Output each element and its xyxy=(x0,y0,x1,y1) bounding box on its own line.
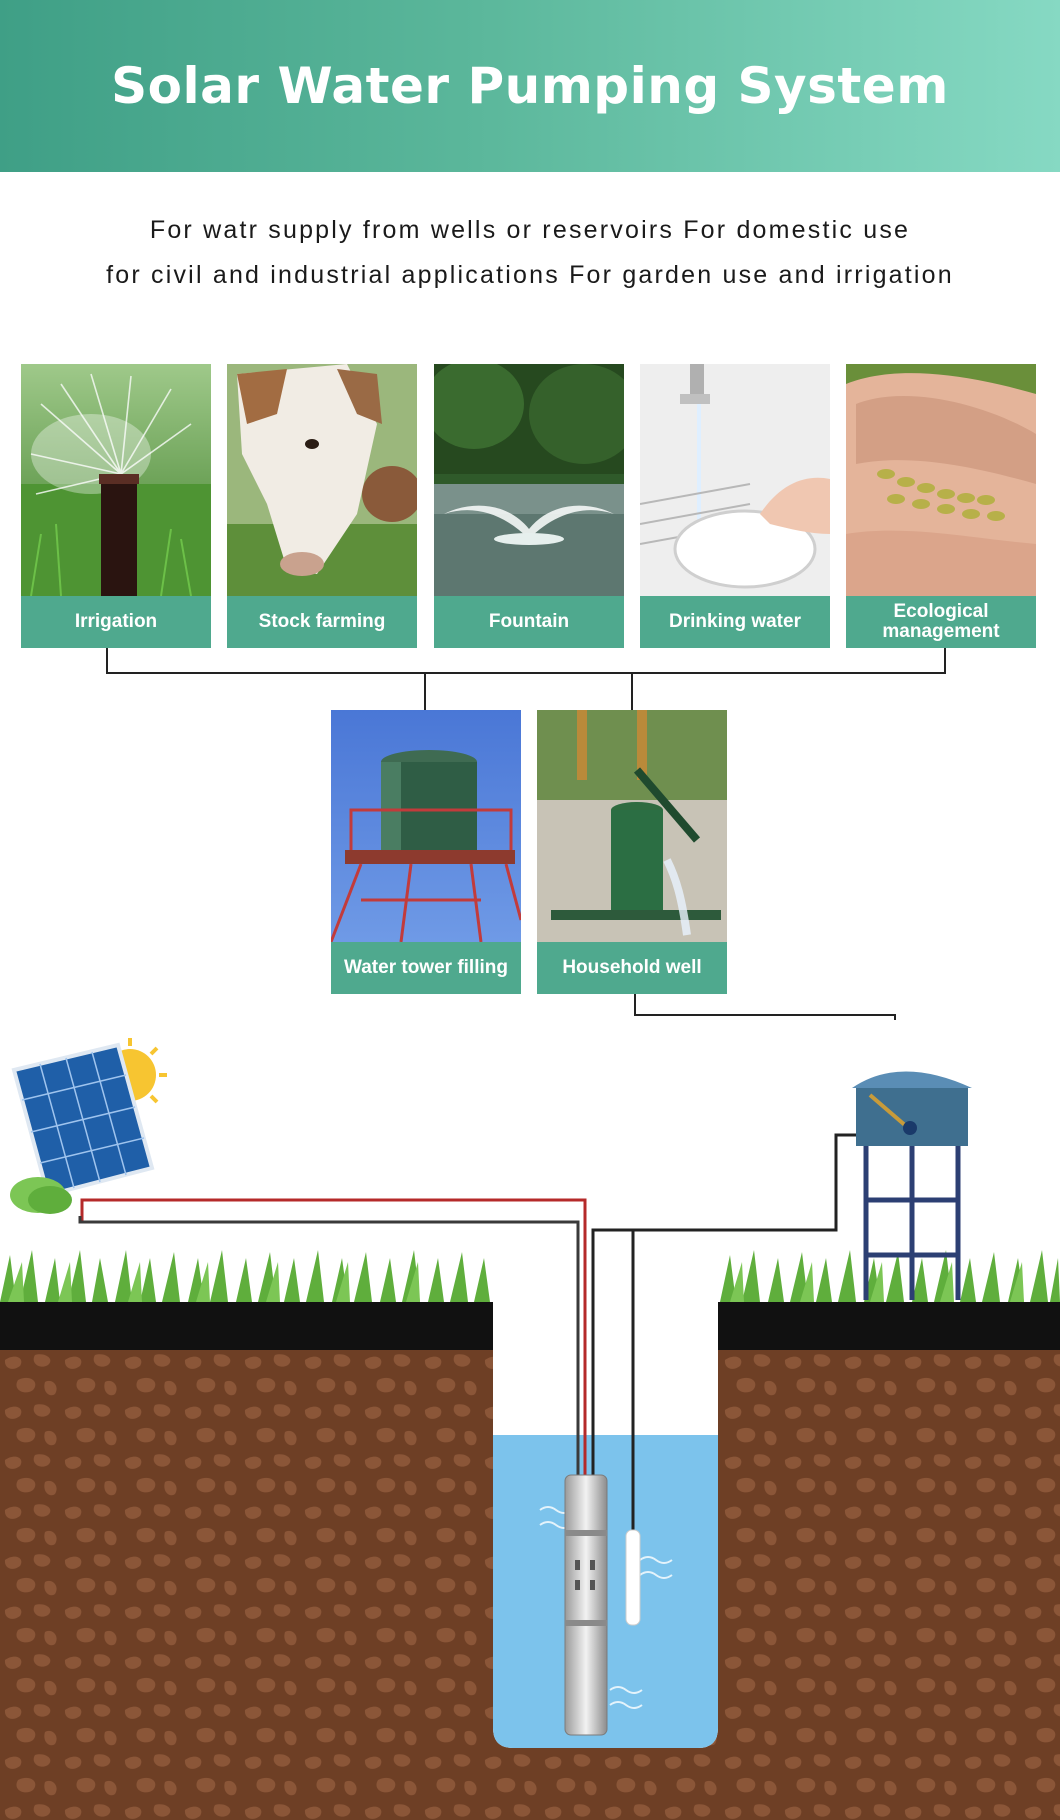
submersible-pump xyxy=(564,1474,608,1736)
application-card-household-well: Household well xyxy=(537,710,727,994)
hand-pump-photo xyxy=(537,710,727,942)
application-label-household-well: Household well xyxy=(537,942,727,994)
application-label-water-tower-filling: Water tower filling xyxy=(331,942,521,994)
application-card-irrigation: Irrigation xyxy=(21,364,211,648)
sprinkler-photo xyxy=(21,364,211,596)
application-label-irrigation: Irrigation xyxy=(21,596,211,648)
application-card-fountain: Fountain xyxy=(434,364,624,648)
pumping-scene xyxy=(0,1038,1060,1820)
header-banner: Solar Water Pumping System xyxy=(0,0,1060,172)
water-tower-photo xyxy=(331,710,521,942)
subtitle-line-1: For watr supply from wells or reservoirs… xyxy=(149,216,911,244)
page-title: Solar Water Pumping System xyxy=(111,57,949,115)
application-card-drinking-water: Drinking water xyxy=(640,364,830,648)
water-tank-icon xyxy=(852,1071,972,1300)
faucet-photo xyxy=(640,364,830,596)
float-switch xyxy=(625,1529,641,1626)
subtitle: For watr supply from wells or reservoirs… xyxy=(0,208,1060,298)
wheat-photo xyxy=(846,364,1036,596)
fountain-photo xyxy=(434,364,624,596)
application-card-stock-farming: Stock farming xyxy=(227,364,417,648)
ecological-label-line1: Ecological xyxy=(893,601,989,622)
solar-panel-icon xyxy=(10,1038,167,1214)
application-label-stock-farming: Stock farming xyxy=(227,596,417,648)
application-label-fountain: Fountain xyxy=(434,596,624,648)
ecological-label-line2: management xyxy=(882,621,1000,642)
application-label-drinking-water: Drinking water xyxy=(640,596,830,648)
subtitle-line-2: for civil and industrial applications Fo… xyxy=(106,261,954,289)
connector-lines xyxy=(106,648,946,1020)
application-card-water-tower-filling: Water tower filling xyxy=(331,710,521,994)
cow-photo xyxy=(227,364,417,596)
